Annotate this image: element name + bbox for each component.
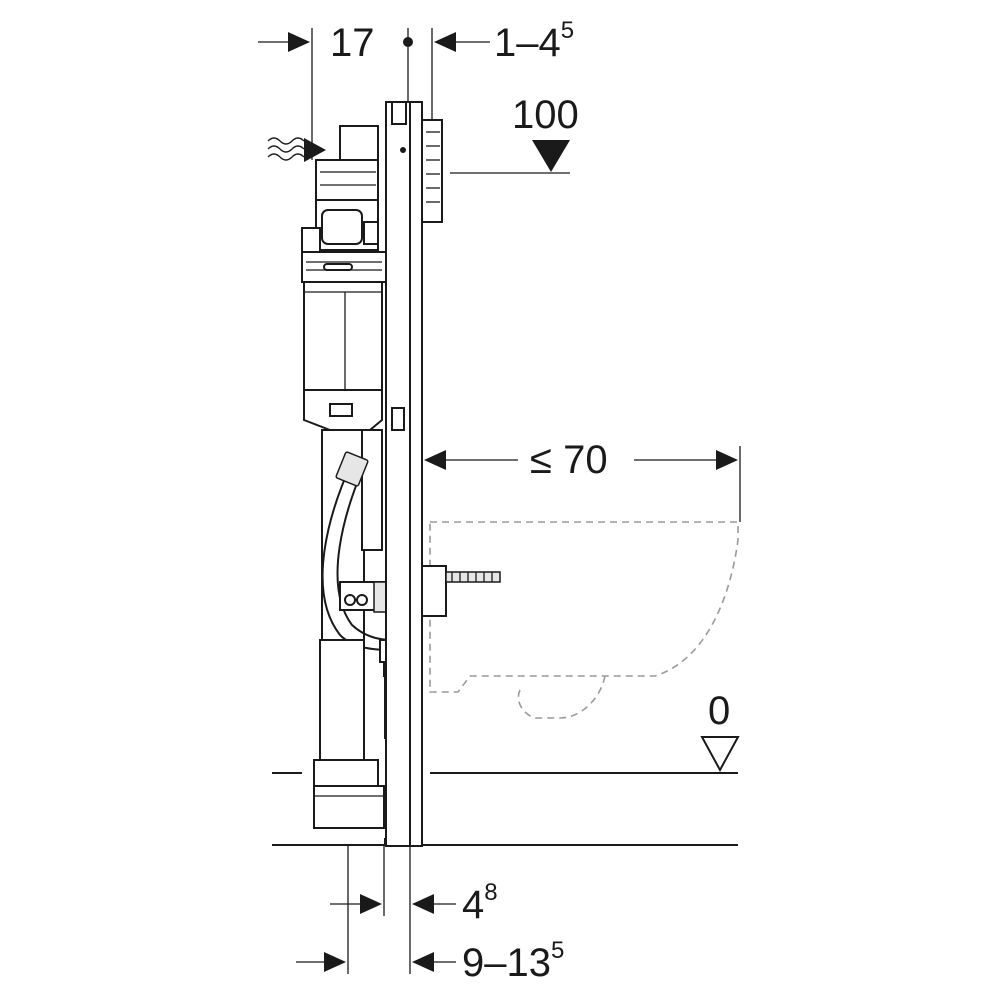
cistern-assembly: [301, 125, 387, 641]
water-inlet-symbol: [267, 137, 326, 162]
dimension-adjustment: 1–45: [431, 17, 574, 120]
level-marker-top: 100: [450, 93, 579, 174]
adjustment-base: 1–4: [494, 21, 561, 65]
pipe-offset-label: 48: [462, 879, 498, 927]
wall-offset-sup: 5: [551, 937, 564, 964]
drain-pipe: [313, 639, 385, 829]
frame-depth-label: 17: [330, 21, 375, 65]
projection-label: ≤ 70: [530, 438, 608, 482]
level-marker-floor: 0: [700, 689, 740, 773]
top-level-label: 100: [512, 93, 579, 137]
dimension-frame-depth: 17: [258, 21, 413, 160]
dimension-pipe-offset: 48: [330, 846, 498, 974]
actuator-plate: [421, 119, 443, 223]
adjustment-label: 1–45: [494, 17, 574, 65]
frame-column: [385, 101, 423, 847]
wall-offset-base: 9–13: [462, 941, 551, 985]
threaded-stud: [421, 565, 501, 617]
toilet-outline: [429, 521, 739, 719]
pipe-offset-sup: 8: [484, 879, 497, 906]
adjustment-sup: 5: [561, 17, 574, 44]
dimension-wall-offset: 9–135: [296, 937, 564, 985]
dimension-projection: ≤ 70: [424, 438, 741, 522]
wall-offset-label: 9–135: [462, 937, 564, 985]
floor-level-label: 0: [708, 689, 730, 733]
pipe-offset-base: 4: [462, 883, 484, 927]
